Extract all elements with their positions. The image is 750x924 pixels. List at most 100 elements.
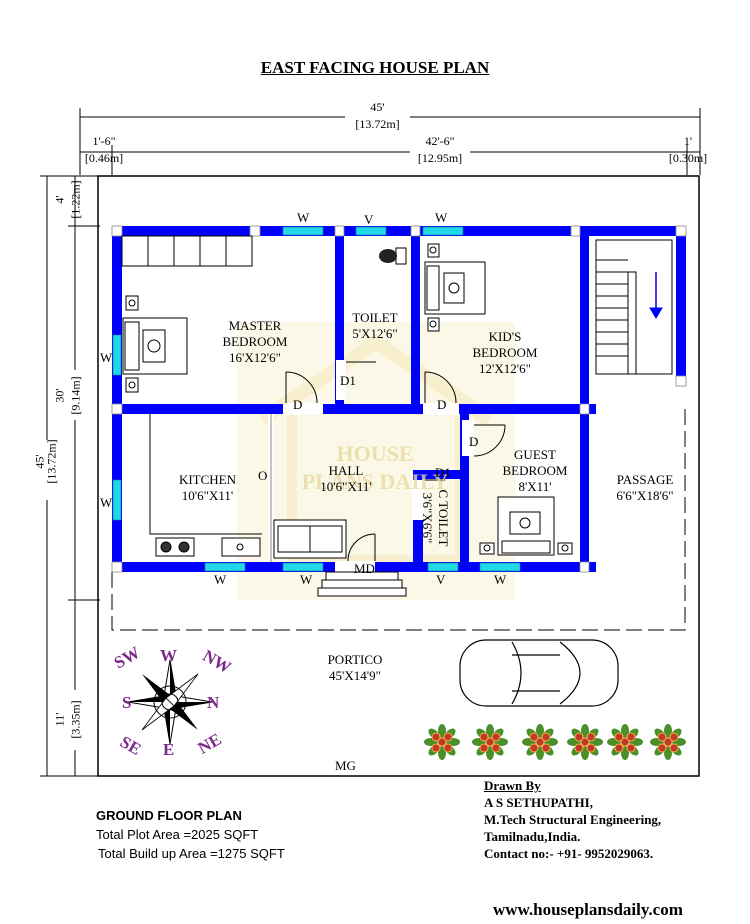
opening-label-kitchen: O xyxy=(258,468,268,483)
flower-plant-icon xyxy=(472,724,508,760)
stair-arrow xyxy=(649,272,663,319)
plan-info-build-area: Total Build up Area =1275 SQFT xyxy=(98,846,285,861)
compass-s: S xyxy=(122,693,132,712)
kids-bedroom-name-2: BEDROOM xyxy=(472,345,538,360)
master-bedroom-name-2: BEDROOM xyxy=(222,334,288,349)
passage-name: PASSAGE xyxy=(616,472,674,487)
window-label-guest-front: W xyxy=(494,572,507,587)
guest-bedroom-size: 8'X11' xyxy=(518,479,552,494)
door-label-c-toilet: D1 xyxy=(435,465,451,480)
window-label-master-side: W xyxy=(100,350,113,365)
flower-plants xyxy=(424,724,686,760)
left-margin-ft: 1'-6" xyxy=(92,134,116,148)
toilet-wc-icon xyxy=(379,247,407,265)
master-bed-icon xyxy=(122,295,188,393)
left-margin-m: [0.46m] xyxy=(84,151,124,165)
plan-info-plot-area: Total Plot Area =2025 SQFT xyxy=(96,827,259,842)
center-width-m: [12.95m] xyxy=(417,151,463,165)
website-link[interactable]: www.houseplansdaily.com xyxy=(493,900,683,919)
window-label-kitchen-side: W xyxy=(100,495,113,510)
hall-label: HALL 10'6"X11' xyxy=(306,463,386,495)
mid-height-ft: 30' xyxy=(52,388,67,403)
kids-bed-icon xyxy=(424,243,486,332)
plan-title-text: EAST FACING HOUSE PLAN xyxy=(260,58,490,77)
kitchen-counter xyxy=(149,414,262,557)
passage-label: PASSAGE 6'6"X18'6" xyxy=(600,472,690,504)
drawn-by-contact: Contact no:- +91- 9952029063. xyxy=(484,846,654,861)
door-swings xyxy=(285,361,506,562)
total-width-m: [13.72m] xyxy=(355,117,400,131)
ventilator-label-toilet: V xyxy=(364,212,374,227)
portico-name: PORTICO xyxy=(327,652,383,667)
ventilator-label-c-toilet: V xyxy=(436,572,446,587)
kitchen-size: 10'6"X11' xyxy=(181,488,234,503)
flower-plant-icon xyxy=(607,724,643,760)
top-dimension-lines xyxy=(79,108,701,175)
windows xyxy=(112,226,521,572)
center-width-ft: 42'-6" xyxy=(425,134,455,148)
window-label-kids: W xyxy=(435,210,448,225)
guest-bed-icon xyxy=(479,496,573,556)
wall-columns xyxy=(111,225,687,573)
plan-title: EAST FACING HOUSE PLAN xyxy=(0,58,750,78)
door-label-toilet: D1 xyxy=(340,373,356,388)
hall-name: HALL xyxy=(328,463,364,478)
wardrobe xyxy=(121,235,253,267)
staircase xyxy=(595,239,673,375)
bottom-setback-m: [3.35m] xyxy=(68,700,83,739)
portico-size: 45'X14'9" xyxy=(329,668,381,683)
watermark-text: HOUSE PLANS DAILY xyxy=(301,441,449,494)
toilet-size: 5'X12'6" xyxy=(352,326,398,341)
toilet-label: TOILET 5'X12'6" xyxy=(340,310,410,342)
kids-bedroom-label: KID'S BEDROOM 12'X12'6" xyxy=(460,329,550,377)
bottom-setback-ft: 11' xyxy=(52,712,67,727)
master-bedroom-name-1: MASTER xyxy=(228,318,282,333)
drawn-by-location: Tamilnadu,India. xyxy=(484,829,581,844)
right-margin-ft: 1' xyxy=(683,134,693,148)
total-width-ft: 45' xyxy=(370,100,385,114)
door-label-master: D xyxy=(293,397,303,412)
main-gate-label: MG xyxy=(335,758,356,773)
flower-plant-icon xyxy=(424,724,460,760)
flower-plant-icon xyxy=(650,724,686,760)
door-label-kids: D xyxy=(437,397,447,412)
window-label-kitchen-front: W xyxy=(214,572,227,587)
guest-bedroom-label: GUEST BEDROOM 8'X11' xyxy=(490,447,580,495)
window-label-master: W xyxy=(297,210,310,225)
top-setback-m: [1.22m] xyxy=(68,180,83,219)
top-setback-ft: 4' xyxy=(52,195,67,204)
right-margin-m: [0.30m] xyxy=(668,151,708,165)
flower-plant-icon xyxy=(567,724,603,760)
mid-height-m: [9.14m] xyxy=(68,376,83,415)
door-label-guest: D xyxy=(469,434,479,449)
guest-bedroom-name-1: GUEST xyxy=(514,447,556,462)
hall-size: 10'6"X11' xyxy=(320,479,372,494)
window-label-hall-front: W xyxy=(300,572,313,587)
master-bedroom-size: 16'X12'6" xyxy=(229,350,281,365)
compass-e: E xyxy=(163,740,175,759)
portico-dashed-line xyxy=(111,408,686,631)
flower-plant-icon xyxy=(522,724,558,760)
master-bedroom-label: MASTER BEDROOM 16'X12'6" xyxy=(200,318,310,366)
drawn-by-name: A S SETHUPATHI, xyxy=(484,795,593,810)
guest-bedroom-name-2: BEDROOM xyxy=(502,463,568,478)
c-toilet-label: C TOILET 3'6"X6'6" xyxy=(419,478,451,558)
kids-bedroom-name-1: KID'S xyxy=(488,329,522,344)
kids-bedroom-size: 12'X12'6" xyxy=(479,361,531,376)
c-toilet-size: 3'6"X6'6" xyxy=(420,492,435,544)
portico-label: PORTICO 45'X14'9" xyxy=(310,652,400,684)
compass-star xyxy=(127,659,213,745)
drawn-by-heading: Drawn By xyxy=(484,778,541,793)
kitchen-name: KITCHEN xyxy=(178,472,237,487)
entrance-steps xyxy=(317,571,407,597)
sofa-icon xyxy=(273,519,347,559)
plan-info-heading: GROUND FLOOR PLAN xyxy=(96,808,242,823)
toilet-name: TOILET xyxy=(352,310,398,325)
main-door-label: MD xyxy=(354,561,375,576)
passage-size: 6'6"X18'6" xyxy=(616,488,674,503)
left-dimension-lines xyxy=(40,175,100,777)
c-toilet-name: C TOILET xyxy=(436,489,451,547)
compass-w: W xyxy=(160,646,177,665)
